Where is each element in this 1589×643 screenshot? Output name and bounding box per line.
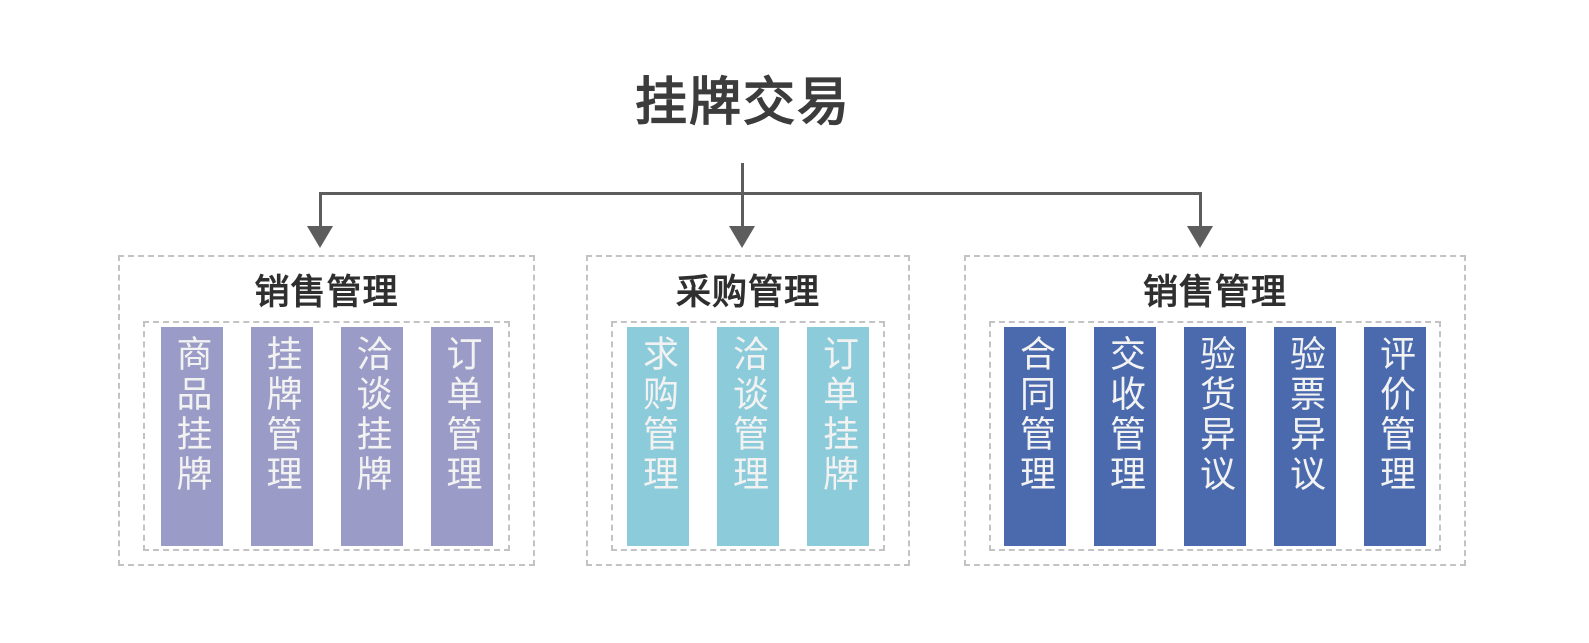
arrowhead-icon-3 (1187, 226, 1213, 248)
card-label: 商品挂牌 (171, 334, 213, 495)
card-item[interactable]: 评价管理 (1364, 326, 1426, 546)
card-item[interactable]: 交收管理 (1094, 326, 1156, 546)
connector-drop-3 (1199, 192, 1202, 230)
group-title: 采购管理 (675, 273, 820, 312)
connector-drop-1 (319, 192, 322, 230)
card-item[interactable]: 挂牌管理 (250, 326, 313, 546)
card-item[interactable]: 验票异议 (1274, 326, 1336, 546)
connector-drop-2 (741, 192, 744, 230)
card-label: 评价管理 (1375, 334, 1416, 495)
group-title: 销售管理 (1142, 273, 1287, 312)
card-item[interactable]: 验货异议 (1184, 326, 1246, 546)
card-label: 订单挂牌 (818, 334, 859, 495)
card-label: 验货异议 (1195, 334, 1236, 495)
group-title: 销售管理 (254, 273, 399, 312)
connector-stem-vertical (741, 163, 744, 194)
card-item[interactable]: 订单挂牌 (807, 326, 869, 546)
card-panel: 商品挂牌 挂牌管理 洽谈挂牌 订单管理 (143, 321, 510, 551)
group-panel-sales-fulfillment: 销售管理 合同管理 交收管理 验货异议 验票异议 评价管理 (964, 255, 1466, 566)
card-label: 求购管理 (638, 334, 679, 495)
card-panel: 合同管理 交收管理 验货异议 验票异议 评价管理 (989, 321, 1441, 551)
card-item[interactable]: 求购管理 (627, 326, 689, 546)
card-label: 合同管理 (1015, 334, 1056, 495)
card-label: 验票异议 (1285, 334, 1326, 495)
arrowhead-icon-2 (729, 226, 755, 248)
card-label: 洽谈管理 (728, 334, 769, 495)
arrowhead-icon-1 (307, 226, 333, 248)
card-item[interactable]: 合同管理 (1004, 326, 1066, 546)
group-panel-sales-listing: 销售管理 商品挂牌 挂牌管理 洽谈挂牌 订单管理 (118, 255, 535, 566)
root-title: 挂牌交易 (634, 74, 851, 132)
card-item[interactable]: 洽谈管理 (717, 326, 779, 546)
card-item[interactable]: 商品挂牌 (160, 326, 223, 546)
card-label: 挂牌管理 (261, 334, 303, 495)
connector-horizontal-bar (319, 192, 1202, 195)
card-label: 洽谈挂牌 (351, 334, 393, 495)
group-panel-purchase: 采购管理 求购管理 洽谈管理 订单挂牌 (586, 255, 910, 566)
card-panel: 求购管理 洽谈管理 订单挂牌 (611, 321, 885, 551)
card-item[interactable]: 洽谈挂牌 (340, 326, 403, 546)
card-label: 订单管理 (441, 334, 483, 495)
card-item[interactable]: 订单管理 (430, 326, 493, 546)
card-label: 交收管理 (1105, 334, 1146, 495)
